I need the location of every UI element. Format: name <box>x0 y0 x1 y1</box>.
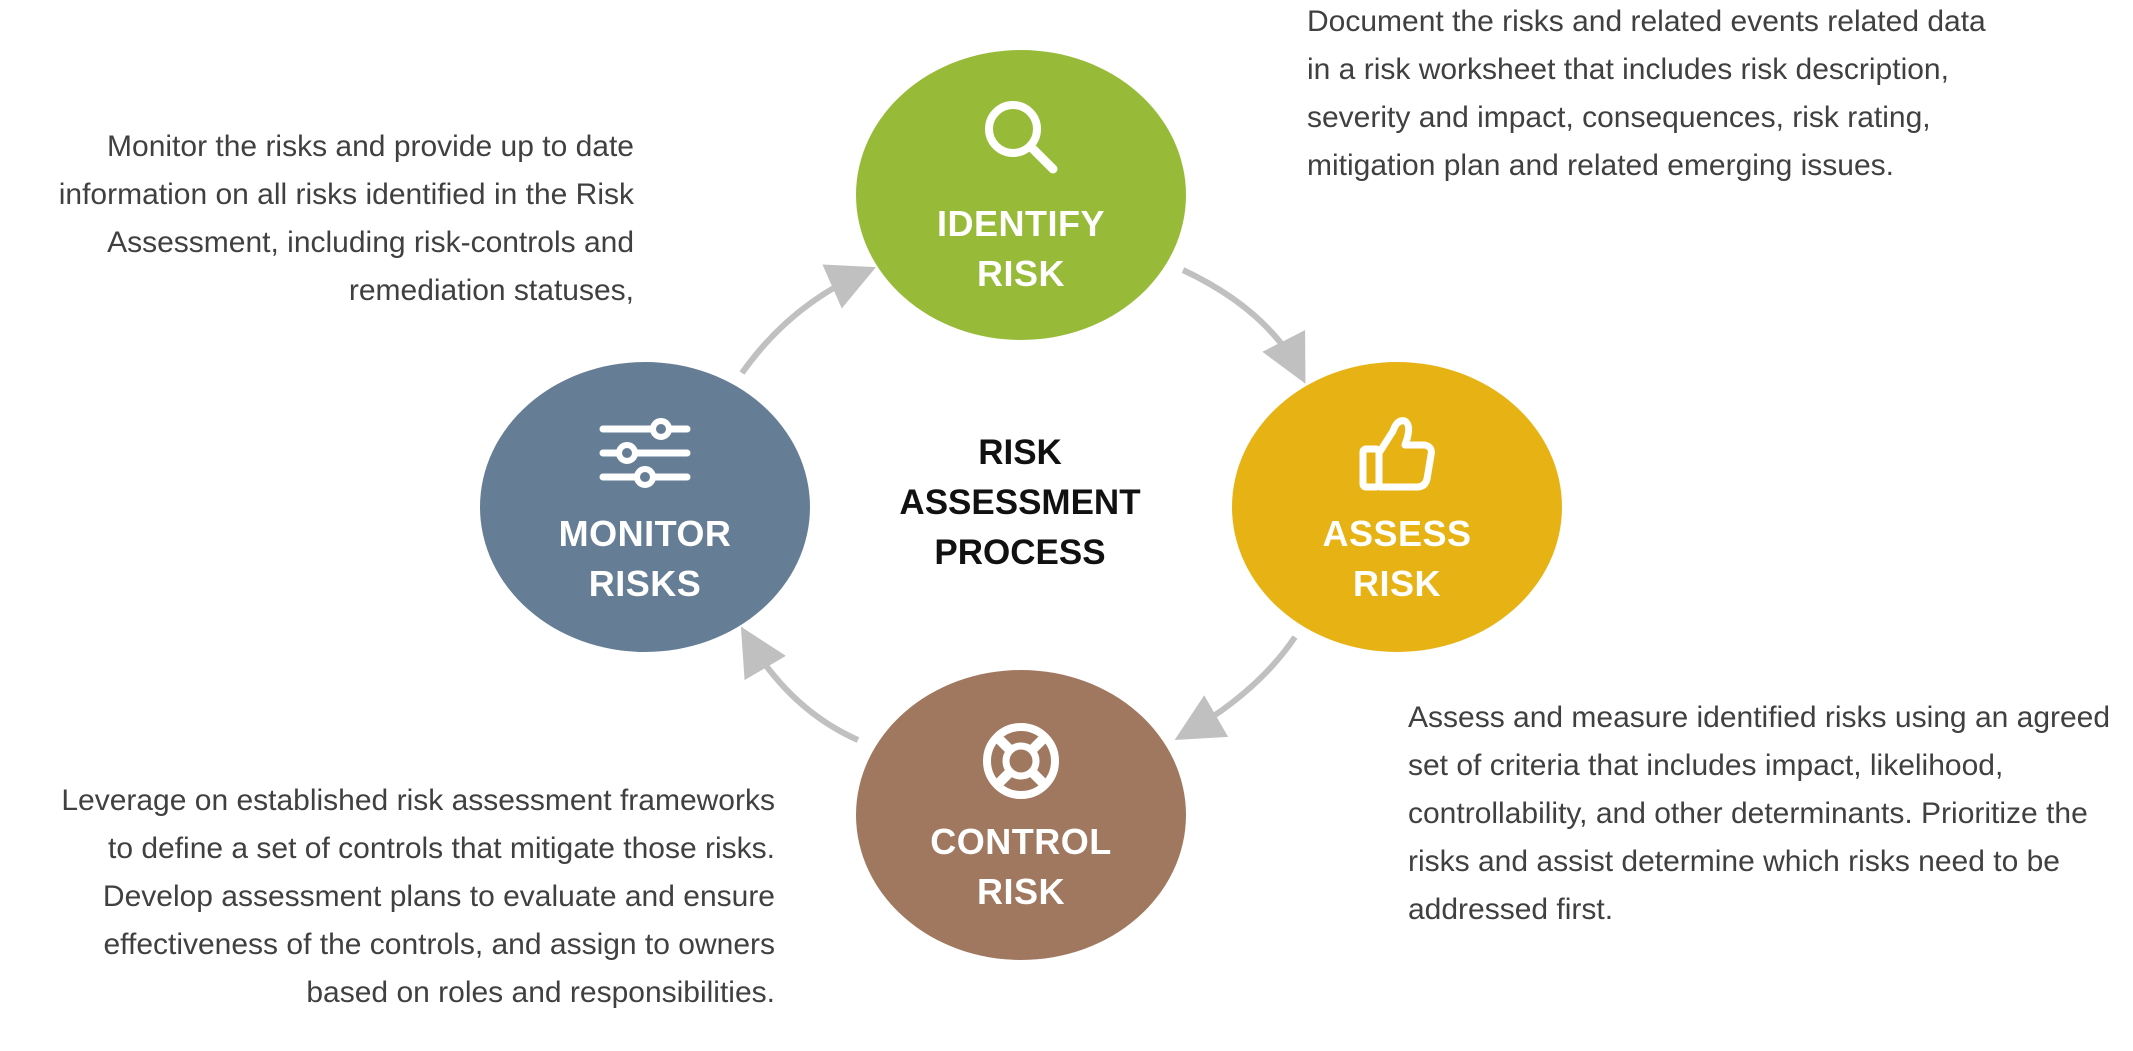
arrow-assess-to-control <box>1174 635 1298 740</box>
center-title: RISK ASSESSMENT PROCESS <box>870 428 1170 578</box>
lifebuoy-icon <box>983 723 1059 799</box>
identify-label-line-2: RISK <box>976 253 1065 294</box>
assess-risk-description: Assess and measure identified risks usin… <box>1408 701 2111 926</box>
monitor-risks-label: MONITOR RISKS <box>559 509 732 609</box>
control-label-line-2: RISK <box>976 871 1065 912</box>
magnifying-glass-icon <box>985 101 1058 174</box>
control-risk-label: CONTROL RISK <box>930 817 1111 917</box>
center-title-line-2: ASSESSMENT <box>899 483 1141 522</box>
assess-label-line-1: ASSESS <box>1322 513 1472 554</box>
control-label-line-1: CONTROL <box>930 821 1112 862</box>
identify-risk-node: IDENTIFY RISK <box>856 50 1186 340</box>
center-title-line-3: PROCESS <box>934 533 1106 572</box>
identify-label-line-1: IDENTIFY <box>936 203 1105 244</box>
assess-label-line-2: RISK <box>1352 563 1441 604</box>
monitor-label-line-1: MONITOR <box>558 513 732 554</box>
sliders-icon <box>599 418 691 488</box>
center-title-line-1: RISK <box>978 433 1062 472</box>
assess-risk-node: ASSESS RISK <box>1232 362 1562 652</box>
monitor-label-line-2: RISKS <box>588 563 702 604</box>
identify-risk-label: IDENTIFY RISK <box>937 199 1105 299</box>
arrow-identify-to-assess <box>1181 267 1306 384</box>
assess-risk-label: ASSESS RISK <box>1322 509 1471 609</box>
control-risk-node: CONTROL RISK <box>856 670 1186 960</box>
identify-risk-description: Document the risks and related events re… <box>1307 5 1986 182</box>
thumbs-up-icon <box>1359 417 1435 491</box>
control-risk-description: Leverage on established risk assessment … <box>61 784 775 1009</box>
monitor-risks-description: Monitor the risks and provide up to date… <box>58 130 634 307</box>
arrow-control-to-monitor <box>740 626 860 743</box>
monitor-risks-node: MONITOR RISKS <box>480 362 810 652</box>
arrow-monitor-to-identify <box>739 264 876 375</box>
